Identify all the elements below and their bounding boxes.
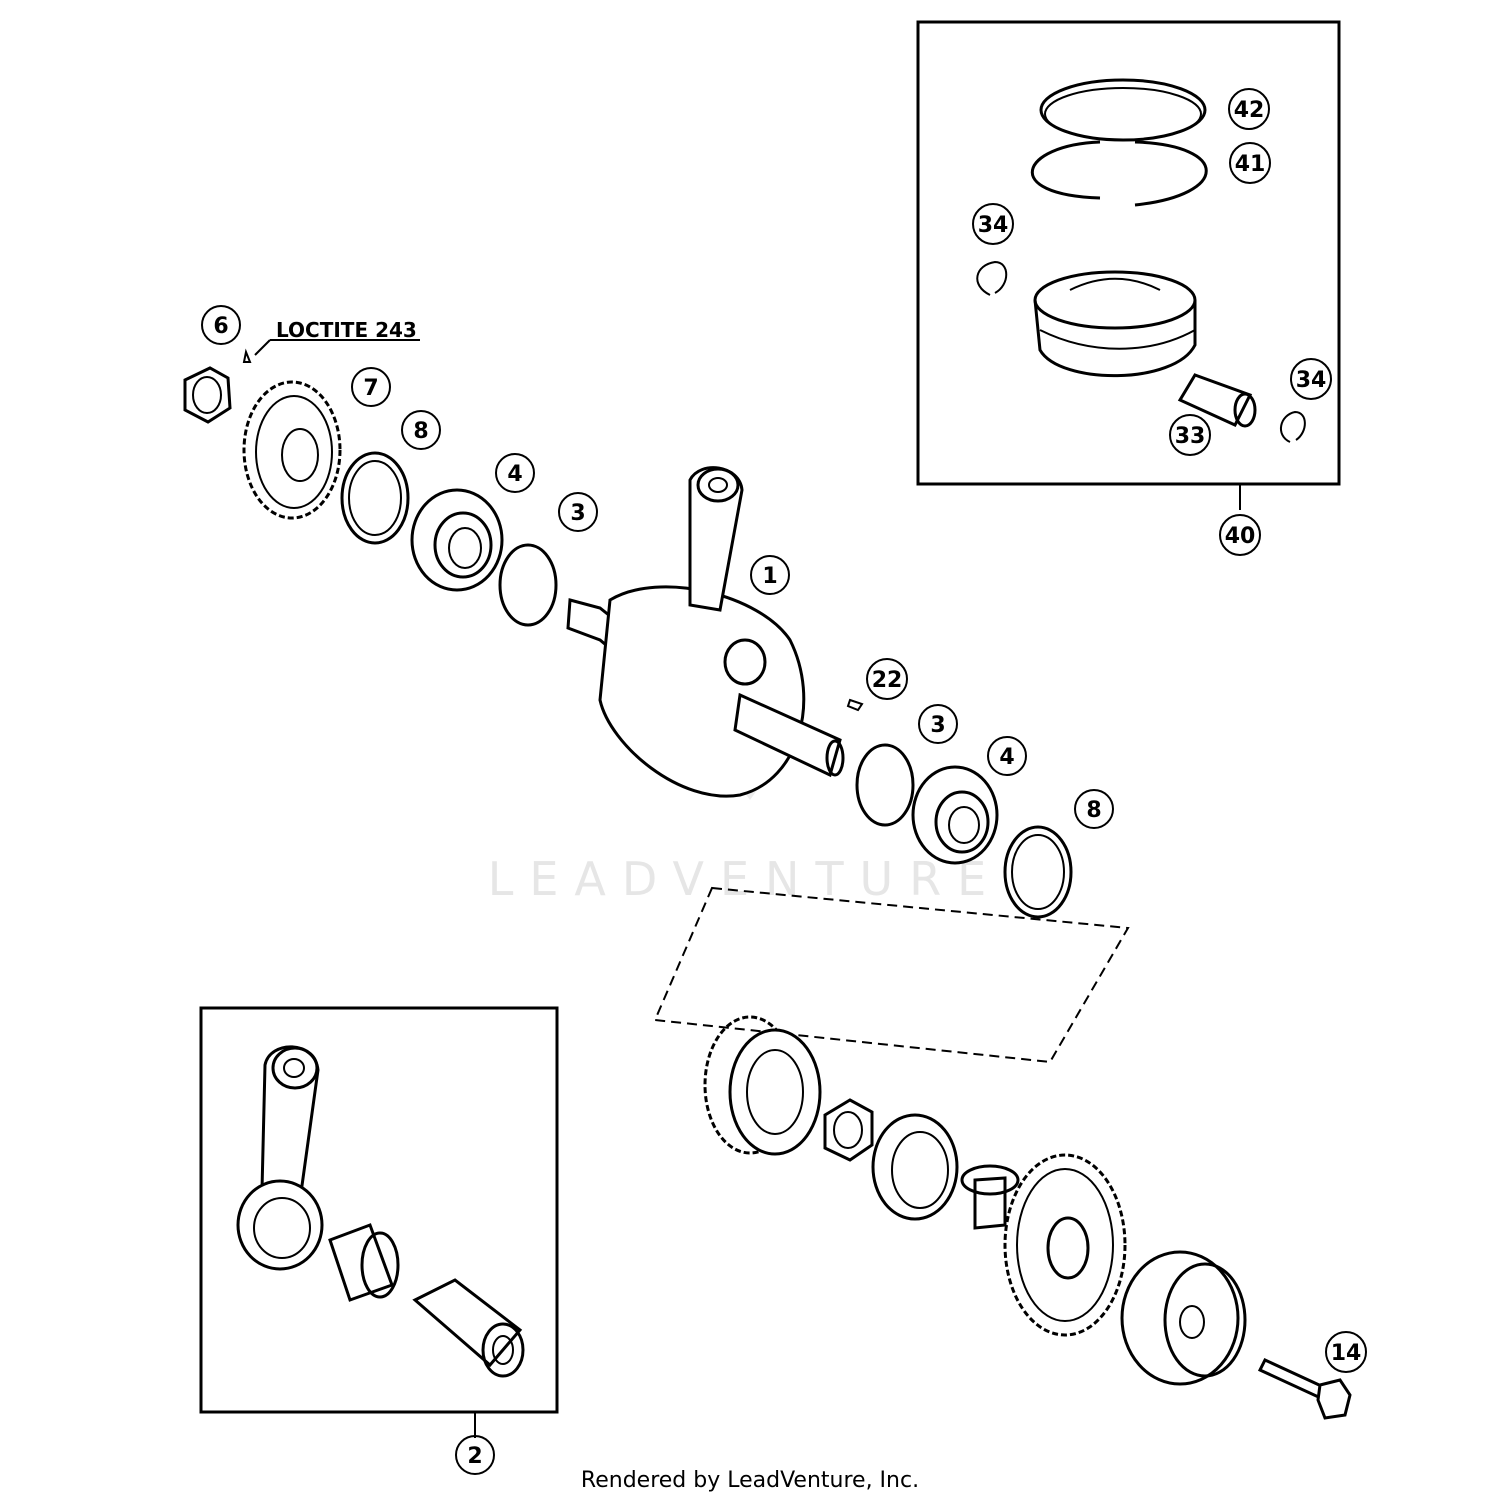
circlip-right xyxy=(1280,410,1306,443)
piston-kit-box xyxy=(916,20,1341,486)
dowel-pin xyxy=(242,348,252,363)
svg-text:6: 6 xyxy=(213,314,228,339)
spacer-ring-right xyxy=(1003,825,1073,919)
callout-34-left: 34 xyxy=(972,203,1014,245)
svg-text:8: 8 xyxy=(413,419,428,444)
flywheel xyxy=(1120,1250,1247,1386)
svg-text:42: 42 xyxy=(1234,98,1265,123)
connecting-rod xyxy=(236,1045,324,1271)
callout-2: 2 xyxy=(455,1435,495,1475)
loctite-note: LOCTITE 243 xyxy=(276,318,417,342)
rod-bearing xyxy=(328,1223,400,1302)
callout-1: 1 xyxy=(750,555,790,595)
svg-text:40: 40 xyxy=(1225,524,1256,549)
flywheel-bolt xyxy=(1257,1358,1352,1420)
timing-gear xyxy=(242,380,342,520)
crankshaft xyxy=(566,466,845,798)
sleeve-small xyxy=(960,1164,1020,1230)
callout-3-left: 3 xyxy=(558,492,598,532)
callout-4-left: 4 xyxy=(495,453,535,493)
callout-4-right: 4 xyxy=(987,736,1027,776)
conrod-kit-box xyxy=(199,1006,559,1414)
nut xyxy=(183,366,232,424)
svg-text:34: 34 xyxy=(978,213,1009,238)
circlip-left xyxy=(976,260,1008,296)
svg-text:4: 4 xyxy=(507,462,522,487)
callout-42: 42 xyxy=(1228,88,1270,130)
callout-8-right: 8 xyxy=(1074,789,1114,829)
bushing-ring xyxy=(871,1113,959,1221)
callout-40: 40 xyxy=(1219,514,1261,556)
callout-34-right: 34 xyxy=(1290,358,1332,400)
piston-pin xyxy=(1177,373,1257,428)
callout-6: 6 xyxy=(201,305,241,345)
svg-text:1: 1 xyxy=(762,564,777,589)
svg-text:22: 22 xyxy=(872,668,903,693)
svg-text:8: 8 xyxy=(1086,798,1101,823)
bearing-right xyxy=(911,765,999,865)
assembly-outline xyxy=(653,886,1130,1064)
primary-gear xyxy=(703,1015,822,1156)
svg-text:7: 7 xyxy=(363,376,378,401)
woodruff-key xyxy=(846,698,864,712)
svg-text:34: 34 xyxy=(1296,368,1327,393)
callout-14: 14 xyxy=(1325,1331,1367,1373)
callout-33: 33 xyxy=(1169,414,1211,456)
callout-3-right: 3 xyxy=(918,704,958,744)
spacer-ring-left xyxy=(340,451,410,545)
nut-lower xyxy=(823,1098,874,1162)
piston-ring-lower xyxy=(1031,140,1208,207)
svg-text:14: 14 xyxy=(1331,1341,1362,1366)
svg-text:41: 41 xyxy=(1235,152,1266,177)
callout-41: 41 xyxy=(1229,142,1271,184)
starter-gear xyxy=(1003,1153,1127,1337)
watermark-text: LEADVENTURE xyxy=(488,852,1003,906)
svg-text:33: 33 xyxy=(1175,424,1206,449)
shim-right xyxy=(855,743,915,827)
callout-8-left: 8 xyxy=(401,410,441,450)
piston-ring-upper xyxy=(1039,78,1207,142)
footer-credit: Rendered by LeadVenture, Inc. xyxy=(580,1468,920,1493)
callout-22: 22 xyxy=(866,658,908,700)
svg-text:3: 3 xyxy=(570,501,585,526)
svg-text:3: 3 xyxy=(930,713,945,738)
callout-7: 7 xyxy=(351,367,391,407)
bearing-left xyxy=(410,488,504,592)
svg-text:2: 2 xyxy=(467,1444,482,1469)
piston xyxy=(1033,270,1197,378)
svg-text:4: 4 xyxy=(999,745,1014,770)
shim-left xyxy=(498,543,558,627)
crank-pin xyxy=(412,1278,525,1378)
